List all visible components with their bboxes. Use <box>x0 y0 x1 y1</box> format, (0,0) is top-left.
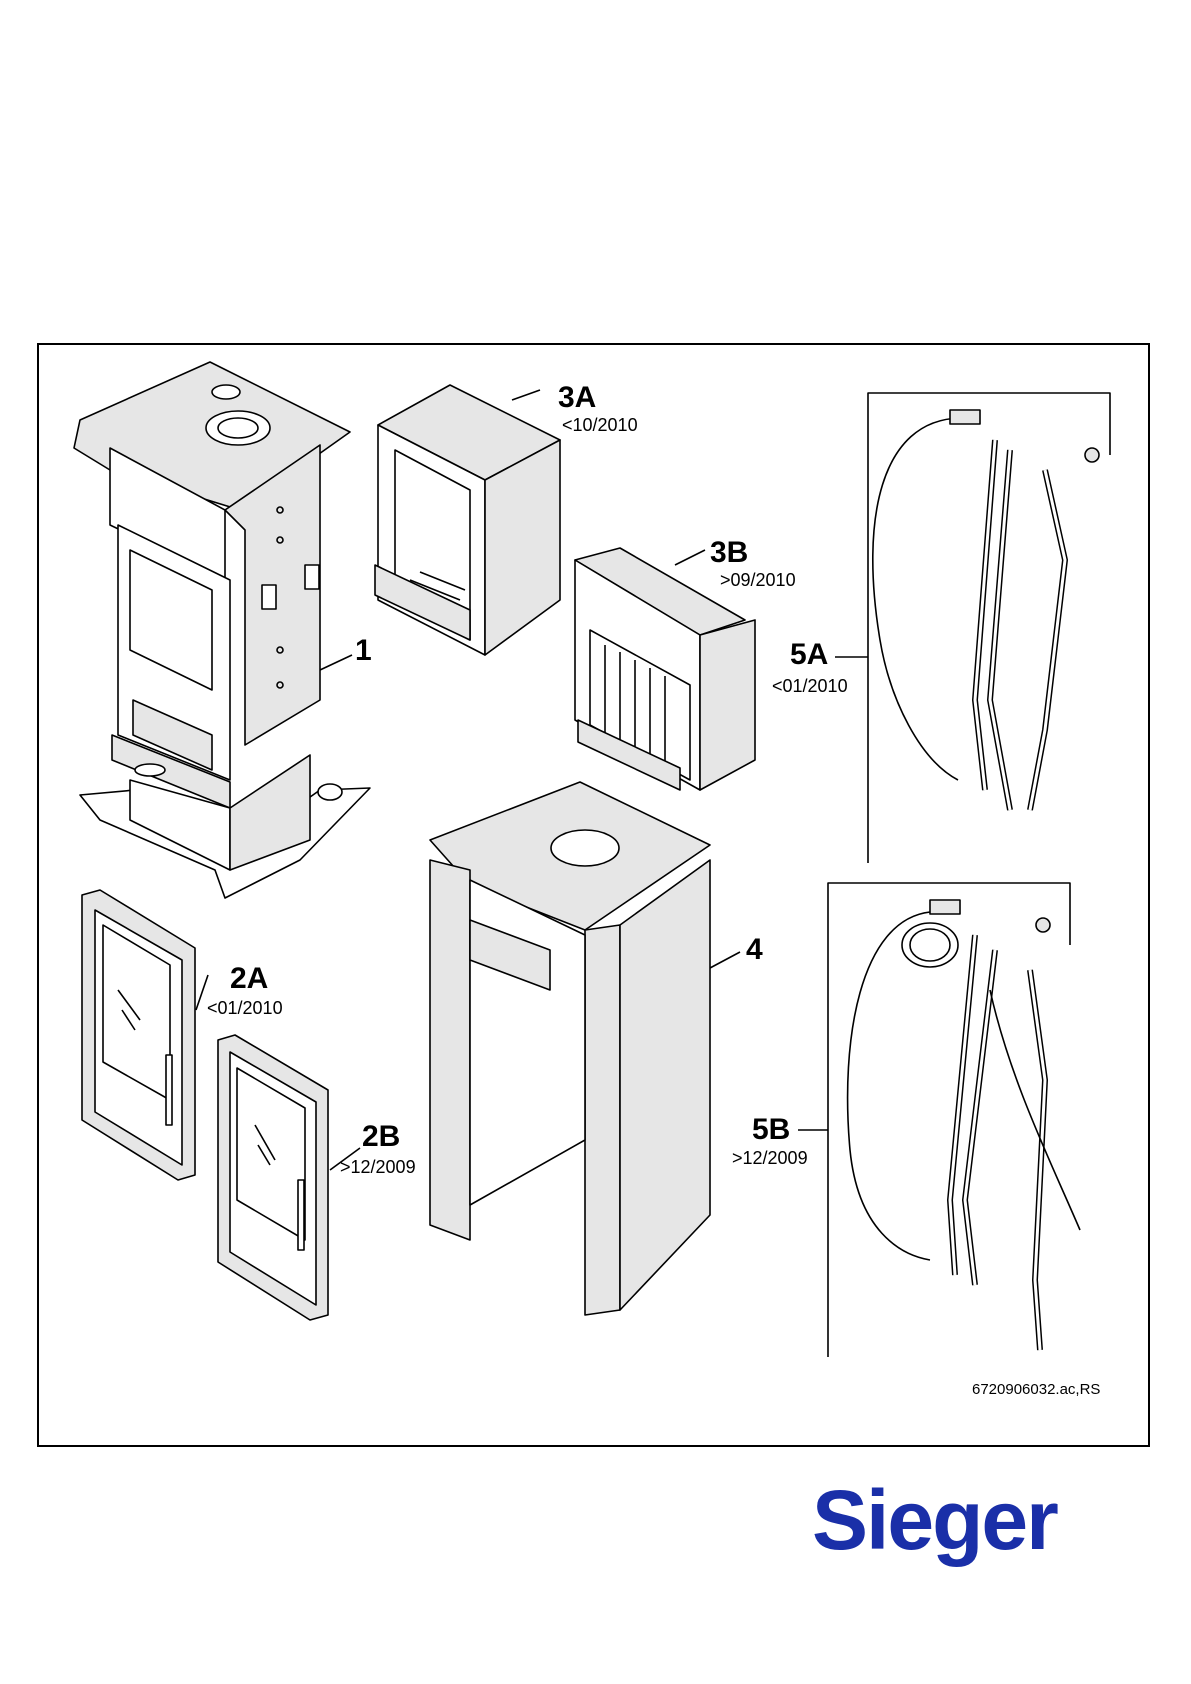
drawing-reference-number: 6720906032.ac,RS <box>972 1382 1100 1398</box>
part-2A-door <box>82 890 208 1180</box>
part-label-1: 1 <box>355 636 372 666</box>
part-label-5B: 5B <box>752 1115 790 1145</box>
part-5A-pipe-set <box>835 393 1110 863</box>
part-date-2A: <01/2010 <box>207 998 283 1018</box>
part-label-3B: 3B <box>710 538 748 568</box>
part-date-3B: >09/2010 <box>720 570 796 590</box>
part-label-3A: 3A <box>558 383 596 413</box>
part-date-3A: <10/2010 <box>562 415 638 435</box>
part-5B-pipe-set <box>798 883 1080 1357</box>
part-label-4: 4 <box>746 935 763 965</box>
logo-wordmark: Sieger <box>812 1478 1057 1562</box>
part-2B-door <box>218 1035 360 1320</box>
part-3A-firebox <box>375 385 560 655</box>
part-label-2B: 2B <box>362 1122 400 1152</box>
sieger-logo: Sieger <box>812 1478 1112 1562</box>
part-label-2A: 2A <box>230 964 268 994</box>
part-4-cladding <box>430 782 740 1315</box>
part-label-5A: 5A <box>790 640 828 670</box>
part-date-5A: <01/2010 <box>772 676 848 696</box>
part-date-5B: >12/2009 <box>732 1148 808 1168</box>
part-1-stove-body <box>74 362 370 898</box>
part-date-2B: >12/2009 <box>340 1157 416 1177</box>
